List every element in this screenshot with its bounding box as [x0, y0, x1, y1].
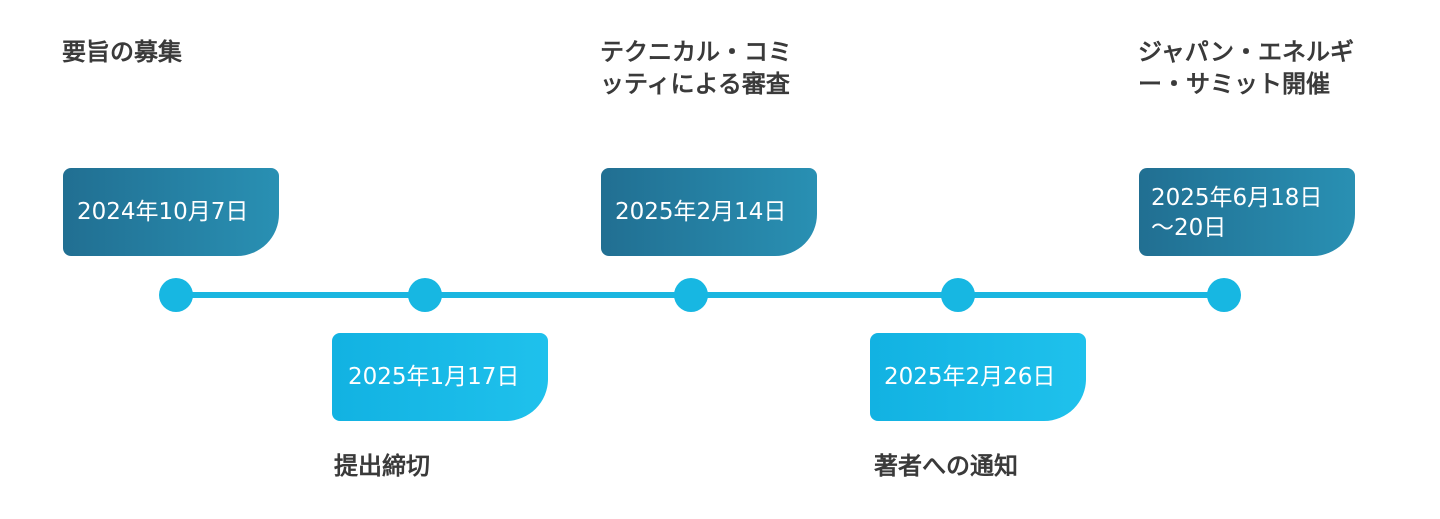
- timeline-dot-5: [1207, 278, 1241, 312]
- event-date-abstract-call: 2024年10月7日: [63, 168, 279, 256]
- event-label-abstract-call: 要旨の募集: [62, 38, 182, 66]
- timeline-dot-1: [159, 278, 193, 312]
- event-label-submission-deadline: 提出締切: [334, 452, 430, 480]
- event-label-technical-review: テクニカル・コミ ッティによる審査: [600, 38, 792, 98]
- event-date-summit: 2025年6月18日 ～20日: [1139, 168, 1355, 256]
- event-label-summit: ジャパン・エネルギ ー・サミット開催: [1138, 38, 1354, 98]
- event-label-author-notification: 著者への通知: [874, 452, 1018, 480]
- timeline-dot-2: [408, 278, 442, 312]
- timeline-dot-3: [674, 278, 708, 312]
- timeline-dot-4: [941, 278, 975, 312]
- event-date-author-notification: 2025年2月26日: [870, 333, 1086, 421]
- event-date-technical-review: 2025年2月14日: [601, 168, 817, 256]
- event-date-submission-deadline: 2025年1月17日: [332, 333, 548, 421]
